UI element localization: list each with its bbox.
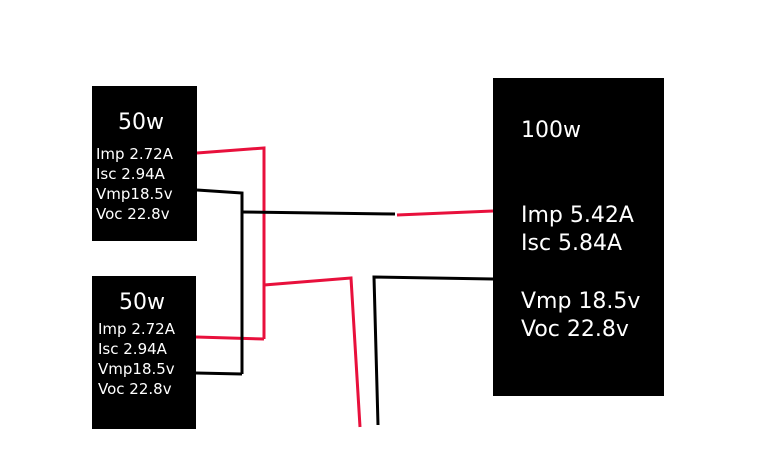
voc-value: Voc 22.8v	[96, 205, 170, 223]
vmp-value: Vmp18.5v	[98, 360, 175, 378]
panel-wattage-label: 50w	[118, 110, 164, 135]
positive-wire-to-output	[263, 276, 362, 428]
positive-wire-panel-b	[195, 335, 265, 341]
combined-voltage-specs: Vmp 18.5v Voc 22.8v	[521, 288, 640, 344]
negative-wire-to-combined-panel	[372, 275, 494, 426]
vmp-value: Vmp18.5v	[96, 185, 173, 203]
panel-specs: Imp 2.72A Isc 2.94A Vmp18.5v Voc 22.8v	[96, 144, 173, 224]
panel-wattage-label: 50w	[119, 290, 165, 315]
panel-specs: Imp 2.72A Isc 2.94A Vmp18.5v Voc 22.8v	[98, 319, 175, 399]
isc-value: Isc 2.94A	[96, 165, 165, 183]
isc-value: Isc 2.94A	[98, 340, 167, 358]
combined-vmp-value: Vmp 18.5v	[521, 289, 641, 314]
positive-wire-panel-a	[196, 146, 266, 339]
combined-voc-value: Voc 22.8v	[521, 317, 629, 342]
negative-wire-panel-b	[195, 371, 243, 376]
combined-current-specs: Imp 5.42A Isc 5.84A	[521, 202, 634, 258]
solar-panel-50w-bottom: 50w Imp 2.72A Isc 2.94A Vmp18.5v Voc 22.…	[92, 276, 196, 429]
combined-isc-value: Isc 5.84A	[521, 231, 623, 256]
combined-imp-value: Imp 5.42A	[521, 203, 634, 228]
imp-value: Imp 2.72A	[98, 320, 175, 338]
negative-wire-midline	[241, 210, 396, 216]
combined-panel-100w: 100w Imp 5.42A Isc 5.84A Vmp 18.5v Voc 2…	[493, 78, 664, 396]
solar-panel-50w-top: 50w Imp 2.72A Isc 2.94A Vmp18.5v Voc 22.…	[92, 86, 197, 241]
combined-wattage-label: 100w	[521, 118, 581, 143]
imp-value: Imp 2.72A	[96, 145, 173, 163]
voc-value: Voc 22.8v	[98, 380, 172, 398]
negative-wire-panel-a	[196, 188, 244, 374]
positive-wire-to-combined-panel	[396, 209, 494, 217]
